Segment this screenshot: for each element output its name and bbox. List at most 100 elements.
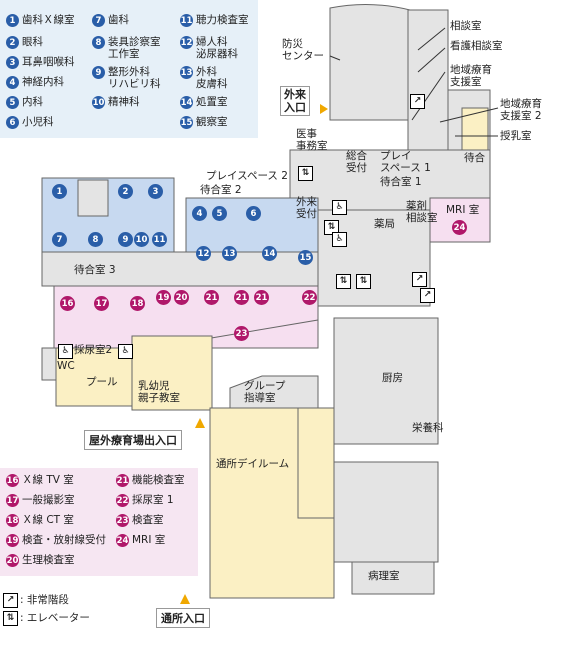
room-marker-16[interactable]: 16	[60, 296, 75, 311]
room-label-pharmacy: 薬局	[374, 218, 395, 230]
department-legend-label: 装具診察室 工作室	[108, 36, 161, 60]
elevator-legend-label: : エレベーター	[20, 612, 90, 624]
department-legend-label: 小児科	[22, 116, 54, 128]
room-marker-20[interactable]: 20	[174, 290, 189, 305]
room-label-urine2: 採尿室2	[74, 344, 113, 356]
room-marker-21[interactable]: 21	[204, 290, 219, 305]
department-number-marker: 6	[6, 116, 19, 129]
room-marker-3[interactable]: 3	[148, 184, 163, 199]
room-label-nurse-consult: 看護相談室	[450, 40, 503, 52]
room-label-drug-consult: 薬剤 相談室	[406, 200, 438, 224]
stairs-legend-label: : 非常階段	[20, 594, 69, 606]
room-marker-14[interactable]: 14	[262, 246, 277, 261]
elevator-icon: ⇅	[324, 220, 339, 235]
department-legend-label: 整形外科 リハビリ科	[108, 66, 161, 90]
room-label-waiting1: 待合室 1	[380, 176, 422, 188]
wc-area	[41, 347, 57, 381]
room-marker-8[interactable]: 8	[88, 232, 103, 247]
department-legend-label: 神経内科	[22, 76, 64, 88]
department-number-marker: 15	[180, 116, 193, 129]
room-label-wc: WC	[57, 360, 75, 372]
room-marker-18[interactable]: 18	[130, 296, 145, 311]
exam-legend-label: 一般撮影室	[22, 494, 75, 506]
room-label-regional2: 地域療育 支援室 2	[500, 98, 542, 122]
department-legend-label: 観察室	[196, 116, 228, 128]
group-area	[229, 375, 319, 409]
room-marker-11[interactable]: 11	[152, 232, 167, 247]
room-marker-10[interactable]: 10	[134, 232, 149, 247]
room-marker-24[interactable]: 24	[452, 220, 467, 235]
pointer-regional2	[439, 107, 499, 123]
elevator-icon: ⇅	[298, 166, 313, 181]
exam-legend-label: MRI 室	[132, 534, 166, 546]
outpatient-entrance-arrow	[320, 104, 328, 114]
department-number-marker: 11	[180, 14, 193, 27]
department-number-marker: 5	[6, 96, 19, 109]
north-wing-wall	[329, 3, 411, 121]
room-marker-15[interactable]: 15	[298, 250, 313, 265]
south-east-block	[333, 461, 439, 563]
room-marker-9[interactable]: 9	[118, 232, 133, 247]
room-marker-23[interactable]: 23	[234, 326, 249, 341]
wheelchair-icon: ♿	[58, 344, 73, 359]
department-legend-label: 婦人科 泌尿器科	[196, 36, 238, 60]
room-marker-2[interactable]: 2	[118, 184, 133, 199]
department-number-marker: 12	[180, 36, 193, 49]
department-number-marker: 4	[6, 76, 19, 89]
exam-legend-label: Ｘ線 TV 室	[22, 474, 74, 486]
room-marker-7[interactable]: 7	[52, 232, 67, 247]
room-marker-13[interactable]: 13	[222, 246, 237, 261]
room-marker-1[interactable]: 1	[52, 184, 67, 199]
room-label-play2: プレイスペース 2	[206, 170, 288, 182]
exam-number-marker: 23	[116, 514, 129, 527]
elevator-icon: ⇅	[356, 274, 371, 289]
room-label-group: グループ 指導室	[244, 380, 286, 404]
room-marker-4[interactable]: 4	[192, 206, 207, 221]
department-legend-label: 眼科	[22, 36, 43, 48]
department-legend-label: 処置室	[196, 96, 228, 108]
department-number-marker: 13	[180, 66, 193, 79]
outpatient-entrance-label[interactable]: 外来 入口	[280, 86, 310, 116]
department-legend-label: 外科 皮膚科	[196, 66, 228, 90]
department-legend-label: 精神科	[108, 96, 140, 108]
outdoor-entrance-label[interactable]: 屋外療育場出入口	[84, 430, 182, 450]
room-marker-12[interactable]: 12	[196, 246, 211, 261]
north-east-block	[407, 9, 449, 151]
room-label-medical-office: 医事 事務室	[296, 128, 328, 152]
room-label-kitchen: 厨房	[382, 372, 403, 384]
department-legend-label: 耳鼻咽喉科	[22, 56, 75, 68]
pointer-disaster	[329, 55, 341, 61]
room-marker-19[interactable]: 19	[156, 290, 171, 305]
exam-legend-label: 機能検査室	[132, 474, 185, 486]
exam-legend-label: 検査室	[132, 514, 164, 526]
room-label-general-reception: 総合 受付	[346, 150, 367, 174]
day-entrance-label[interactable]: 通所入口	[156, 608, 210, 628]
exam-number-marker: 18	[6, 514, 19, 527]
room-label-waiting2: 待合室 2	[200, 184, 242, 196]
outdoor-entrance-arrow	[195, 418, 205, 428]
room-marker-21[interactable]: 21	[234, 290, 249, 305]
department-number-marker: 3	[6, 56, 19, 69]
room-marker-22[interactable]: 22	[302, 290, 317, 305]
exam-legend-label: 生理検査室	[22, 554, 75, 566]
room-marker-6[interactable]: 6	[246, 206, 261, 221]
day-room-east	[297, 407, 335, 519]
room-marker-21[interactable]: 21	[254, 290, 269, 305]
exam-legend-label: 検査・放射線受付	[22, 534, 106, 546]
room-marker-17[interactable]: 17	[94, 296, 109, 311]
room-label-infant: 乳幼児 親子教室	[138, 380, 180, 404]
room-marker-5[interactable]: 5	[212, 206, 227, 221]
